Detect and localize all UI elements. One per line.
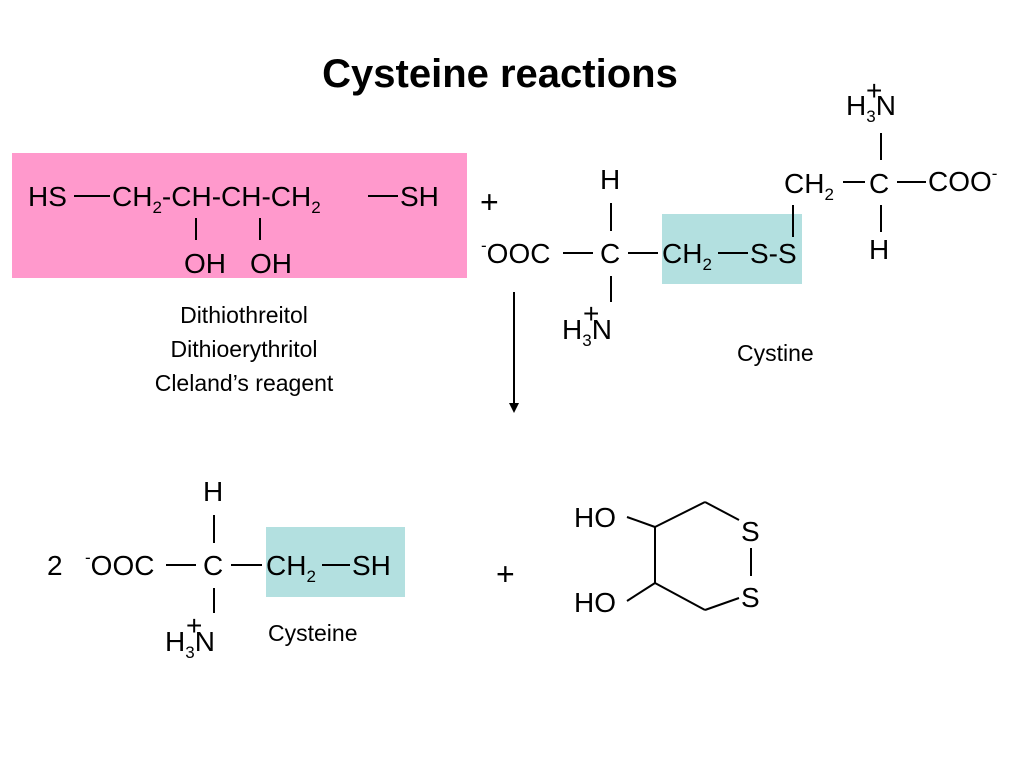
cystine-amine-plus: +: [583, 298, 600, 329]
cystine-r-amine: H3N: [846, 90, 896, 126]
ring-bond-c2-ch2: [654, 582, 706, 611]
dtt-backbone: CH2-CH-CH-CH2: [112, 181, 321, 217]
cystine-amine: H3N: [562, 314, 612, 350]
cysteine-amine: H3N: [165, 626, 215, 662]
dtt-ch2a-sub: 2: [152, 198, 162, 217]
cystine-r-carboxylate: COO-: [928, 165, 997, 197]
dtt-name-1: Dithiothreitol: [180, 302, 308, 328]
cysteine-amine-plus: +: [186, 610, 203, 641]
cystine-r-ch2-sub: 2: [824, 185, 834, 204]
dtt-ch2a: CH: [112, 181, 153, 212]
cystine-r-coo: COO: [928, 166, 992, 197]
cystine-ch2-text: CH: [662, 238, 703, 269]
plus-sign-bottom: +: [496, 556, 515, 592]
dtt-name-2: Dithioerythritol: [170, 336, 318, 362]
cysteine-label: Cysteine: [268, 620, 358, 646]
cystine-r-h: H: [869, 234, 890, 265]
ring-bond-ho1: [626, 516, 656, 528]
plus-sign-top: +: [480, 184, 499, 220]
dtt-highlight: [12, 153, 467, 278]
cystine-amine-h: H: [562, 314, 583, 345]
cysteine-amine-h: H: [165, 626, 186, 657]
dtt-ch2b-sub: 2: [311, 198, 321, 217]
cystine-minus: -: [481, 236, 487, 255]
cysteine-amine-n: N: [194, 626, 215, 657]
cystine-disulfide: S-S: [750, 238, 797, 269]
cysteine-sh: SH: [352, 550, 391, 581]
dtt-oh2: OH: [250, 248, 292, 279]
dtt-hs: HS: [28, 183, 67, 211]
cysteine-ch2: CH2: [266, 550, 316, 586]
ring-ho1: HO: [574, 502, 616, 533]
cysteine-coefficient: 2: [47, 550, 63, 581]
thiol-highlight: [266, 527, 405, 597]
cysteine-ch2-text: CH: [266, 550, 307, 581]
disulfide-highlight: [662, 214, 802, 284]
cystine-r-amine-h: H: [846, 90, 867, 121]
cysteine-amine-sub: 3: [185, 643, 195, 662]
cystine-c: C: [600, 238, 621, 269]
cystine-r-minus: -: [991, 164, 998, 183]
ring-bond-ho2: [626, 582, 656, 602]
cystine-amine-sub: 3: [582, 331, 592, 350]
cysteine-ooc: OOC: [90, 550, 155, 581]
cysteine-ch2-sub: 2: [306, 567, 316, 586]
cystine-ch2-sub: 2: [702, 255, 712, 274]
cystine-h-top: H: [600, 164, 621, 195]
cystine-r-ch2-text: CH: [784, 168, 825, 199]
cysteine-minus: -: [85, 548, 91, 567]
cystine-carboxylate: -OOC: [481, 237, 551, 269]
cysteine-c: C: [203, 550, 224, 581]
cystine-ooc: OOC: [486, 238, 551, 269]
cystine-r-amine-plus: +: [866, 75, 883, 106]
dtt-sh: SH: [400, 181, 439, 212]
ring-bond-ch2-s2: [704, 597, 740, 611]
cystine-label: Cystine: [737, 340, 814, 366]
dtt-chain: -CH-CH-CH: [161, 181, 312, 212]
cysteine-h-top: H: [203, 476, 224, 507]
dtt-hs-text: HS: [28, 181, 67, 212]
cystine-amine-n: N: [591, 314, 612, 345]
cystine-ch2: CH2: [662, 238, 712, 274]
cysteine-carboxylate: -OOC: [85, 549, 155, 581]
cystine-r-c: C: [869, 168, 890, 199]
ring-s2: S: [741, 582, 760, 613]
ring-ho2: HO: [574, 587, 616, 618]
cystine-r-ch2: CH2: [784, 168, 834, 204]
ring-bond-c1-ch2: [654, 501, 706, 528]
ring-s1: S: [741, 516, 760, 547]
page-title: Cysteine reactions: [322, 52, 678, 96]
cystine-r-amine-sub: 3: [866, 107, 876, 126]
ring-bond-ch2-s1: [704, 501, 740, 521]
dtt-name-3: Cleland’s reagent: [154, 370, 334, 396]
cystine-r-amine-n: N: [875, 90, 896, 121]
dtt-oh1: OH: [184, 248, 226, 279]
